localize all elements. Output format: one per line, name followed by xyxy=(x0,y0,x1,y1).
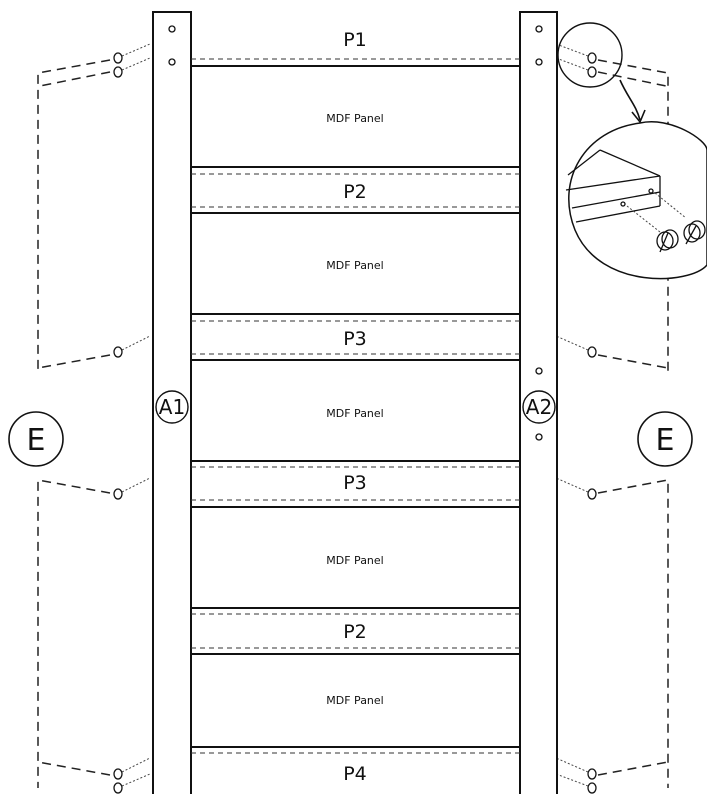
rail-p3-bottom: P3 xyxy=(191,460,520,508)
right-dowels xyxy=(555,43,597,794)
rail-label: P1 xyxy=(343,29,367,51)
left-post xyxy=(152,11,192,794)
svg-text:A2: A2 xyxy=(526,395,552,419)
dowel-pin xyxy=(113,477,151,500)
mdf-panel: MDF Panel xyxy=(326,259,383,272)
rail-label: P3 xyxy=(343,328,367,350)
post-callout-a1: A1 xyxy=(155,390,189,424)
svg-text:E: E xyxy=(27,423,46,458)
dowel-pin xyxy=(113,57,151,78)
dowel-pin xyxy=(626,205,679,253)
dowel-pin xyxy=(113,773,151,794)
dowel-pin xyxy=(113,757,151,780)
side-callout-left-e: E xyxy=(8,411,64,467)
dowel-pin xyxy=(654,192,706,245)
left-dowels xyxy=(113,43,151,794)
dowel-pin xyxy=(113,335,151,358)
rail-label: P4 xyxy=(343,763,367,785)
dowel-pin xyxy=(555,335,597,358)
svg-text:MDF Panel: MDF Panel xyxy=(326,694,383,707)
rail-label: P2 xyxy=(343,621,367,643)
detail-magnifier xyxy=(557,22,707,280)
mdf-panel: MDF Panel xyxy=(326,694,383,707)
rail-p2-top: P2 xyxy=(191,166,520,214)
dowel-pin xyxy=(555,757,597,780)
mdf-panel: MDF Panel xyxy=(326,554,383,567)
left-side-frame-outline xyxy=(37,59,111,788)
mdf-panel: MDF Panel xyxy=(326,407,383,420)
rail-label: P3 xyxy=(343,472,367,494)
side-callout-right-e: E xyxy=(637,411,693,467)
svg-text:MDF Panel: MDF Panel xyxy=(326,259,383,272)
rail-p1: P1 xyxy=(191,29,520,67)
dowel-pin xyxy=(555,57,597,78)
dowel-pin xyxy=(113,43,151,64)
mdf-panel: MDF Panel xyxy=(326,112,383,125)
svg-text:A1: A1 xyxy=(159,395,185,419)
dowel-pin xyxy=(555,773,597,794)
rail-p3-top: P3 xyxy=(191,313,520,361)
svg-text:MDF Panel: MDF Panel xyxy=(326,407,383,420)
arrow-head-icon xyxy=(631,109,646,124)
dowel-pin xyxy=(555,477,597,500)
rail-p4: P4 xyxy=(191,746,520,785)
right-post xyxy=(519,11,558,794)
svg-text:MDF Panel: MDF Panel xyxy=(326,554,383,567)
post-callout-a2: A2 xyxy=(522,390,556,424)
dowel-pin xyxy=(555,43,597,64)
rail-p2-bottom: P2 xyxy=(191,607,520,655)
svg-text:E: E xyxy=(656,423,675,458)
rail-label: P2 xyxy=(343,181,367,203)
svg-text:MDF Panel: MDF Panel xyxy=(326,112,383,125)
